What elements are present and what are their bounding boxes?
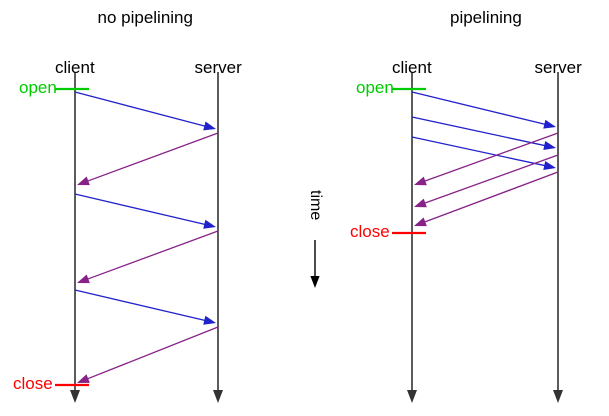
message-response-3 <box>87 230 219 280</box>
message-request-1 <box>411 116 546 147</box>
panel-no-pipelining <box>55 72 223 403</box>
lifeline-arrowhead-server <box>553 390 563 403</box>
message-arrowhead-request-0 <box>203 121 216 131</box>
message-arrowhead-request-1 <box>543 140 556 150</box>
time-axis <box>310 240 320 288</box>
message-request-2 <box>411 136 546 167</box>
panel-title-pipelining: pipelining <box>450 8 522 27</box>
panel-title-no-pipelining: no pipelining <box>97 8 193 27</box>
lifeline-arrowhead-server <box>213 390 223 403</box>
message-request-2 <box>74 193 206 226</box>
lifeline-label-client: client <box>55 58 95 77</box>
message-response-5 <box>424 171 559 223</box>
message-request-0 <box>411 91 546 126</box>
message-arrowhead-response-5 <box>77 374 90 383</box>
message-request-0 <box>74 91 206 127</box>
message-arrowhead-response-4 <box>414 198 427 208</box>
message-response-4 <box>424 154 559 204</box>
message-arrowhead-request-2 <box>203 219 216 229</box>
message-arrowhead-request-2 <box>543 160 556 170</box>
event-label-close: close <box>13 374 53 393</box>
message-arrowhead-response-1 <box>77 176 90 186</box>
message-arrowhead-response-3 <box>77 274 90 284</box>
message-response-3 <box>424 132 559 182</box>
message-arrowhead-response-5 <box>414 217 427 227</box>
lifeline-label-server: server <box>534 58 582 77</box>
event-label-open: open <box>19 78 57 97</box>
lifeline-arrowhead-client <box>70 390 80 403</box>
panel-pipelining <box>392 72 563 403</box>
message-arrowhead-response-3 <box>414 176 427 186</box>
time-arrowhead <box>310 276 320 288</box>
event-label-close: close <box>350 222 390 241</box>
lifeline-label-server: server <box>194 58 242 77</box>
message-response-1 <box>87 132 219 182</box>
lifeline-arrowhead-client <box>407 390 417 403</box>
message-request-4 <box>74 289 206 322</box>
message-arrowhead-request-4 <box>203 315 216 325</box>
lifeline-label-client: client <box>392 58 432 77</box>
message-arrowhead-request-0 <box>543 119 556 129</box>
message-response-5 <box>86 326 219 380</box>
time-axis-label: time <box>307 190 324 221</box>
event-label-open: open <box>356 78 394 97</box>
